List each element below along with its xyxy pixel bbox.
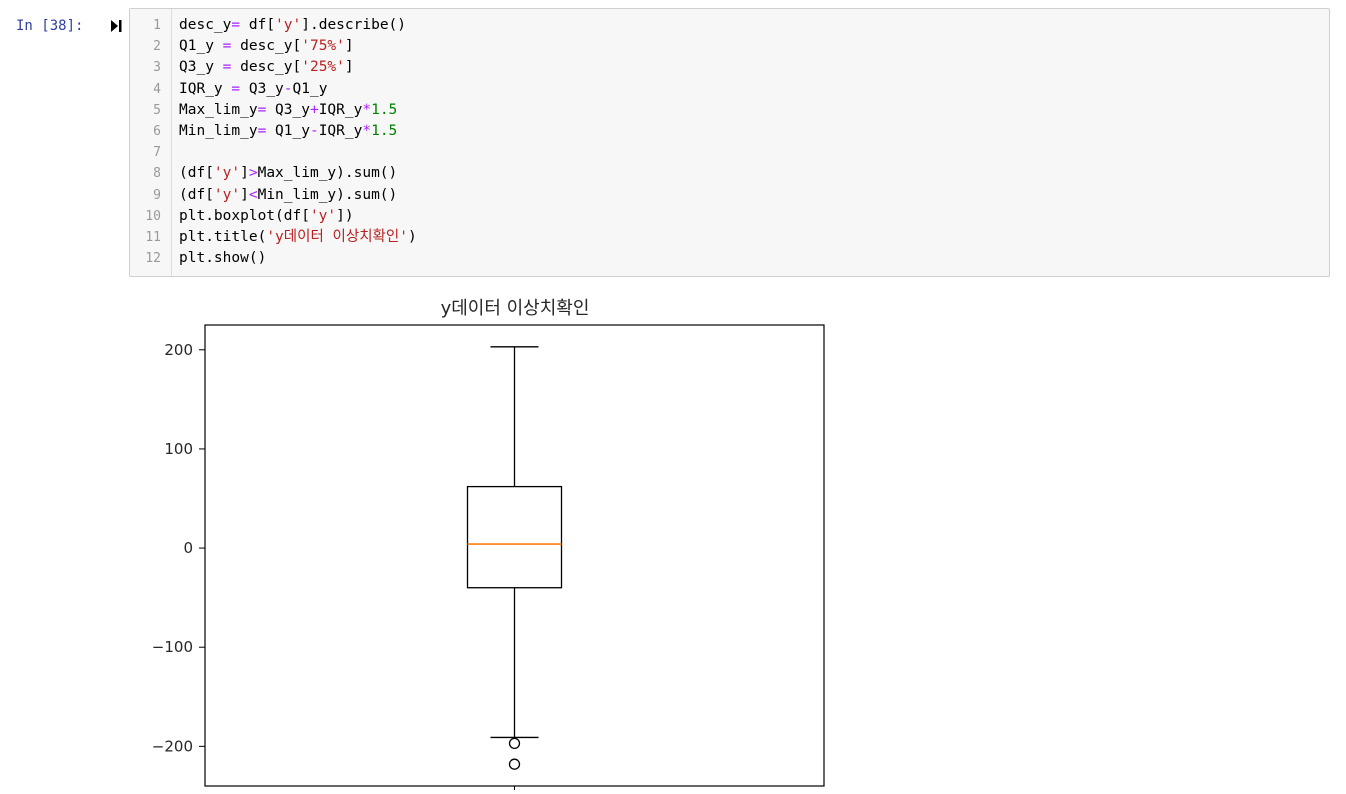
chart-title: y데이터 이상치확인 bbox=[441, 298, 590, 319]
code-token: plt.boxplot(df[ bbox=[179, 207, 310, 224]
line-number: 4 bbox=[153, 81, 161, 97]
code-line: Q3_y = desc_y['25%'] bbox=[179, 57, 354, 78]
code-token: 1.5 bbox=[371, 101, 398, 118]
line-number: 2 bbox=[153, 39, 161, 55]
code-token: > bbox=[248, 165, 258, 182]
code-token: Q3_y bbox=[179, 59, 223, 76]
code-token: plt.title( bbox=[179, 229, 267, 245]
code-token: desc_y[ bbox=[231, 38, 302, 55]
outlier-point bbox=[508, 758, 521, 770]
line-number: 11 bbox=[145, 230, 161, 245]
code-token: ) bbox=[407, 229, 417, 245]
cell-prompt: In [38]: bbox=[16, 18, 84, 34]
code-token: IQR_y bbox=[318, 123, 363, 139]
outlier-point bbox=[508, 737, 521, 750]
code-token: IQR_y bbox=[179, 80, 232, 97]
y-tick-label: −100 bbox=[152, 638, 193, 656]
code-token: Q1_y bbox=[266, 123, 310, 139]
line-number: 9 bbox=[153, 187, 161, 203]
code-token: (df[ bbox=[179, 186, 214, 203]
code-token: Max_lim_y bbox=[179, 101, 258, 118]
code-token: ] bbox=[240, 186, 249, 203]
line-number: 12 bbox=[145, 251, 161, 267]
code-token: df[ bbox=[240, 17, 276, 33]
code-line: (df['y']<Min_lim_y).sum() bbox=[179, 185, 397, 206]
code-token: 'y' bbox=[213, 186, 241, 203]
code-token: ] bbox=[344, 59, 354, 76]
code-token: Q1_y bbox=[179, 38, 223, 55]
code-token: - bbox=[309, 123, 319, 139]
code-line: IQR_y = Q3_y-Q1_y bbox=[179, 79, 327, 100]
y-tick-label: −200 bbox=[152, 737, 193, 755]
code-token: = bbox=[222, 38, 232, 55]
code-line: (df['y']>Max_lim_y).sum() bbox=[179, 163, 397, 184]
code-token: * bbox=[362, 123, 372, 139]
code-token: = bbox=[231, 17, 241, 33]
code-line: Q1_y = desc_y['75%'] bbox=[179, 36, 354, 57]
line-number: 1 bbox=[153, 18, 161, 33]
box-plot bbox=[466, 346, 563, 770]
code-token: * bbox=[362, 101, 372, 118]
line-number: 8 bbox=[153, 166, 161, 182]
code-token: '25%' bbox=[301, 59, 345, 76]
code-line: plt.title('y데이터 이상치확인') bbox=[179, 227, 417, 248]
code-token: Q3_y bbox=[240, 80, 284, 97]
line-number: 3 bbox=[153, 60, 161, 76]
code-token: desc_y bbox=[179, 17, 232, 33]
line-number: 6 bbox=[153, 124, 161, 139]
code-token: + bbox=[309, 101, 319, 118]
y-tick-label: 200 bbox=[164, 341, 193, 359]
run-cell-icon[interactable] bbox=[109, 19, 123, 33]
code-token: Max_lim_y).sum() bbox=[257, 165, 398, 182]
code-line: plt.boxplot(df['y']) bbox=[179, 206, 354, 227]
code-token: = bbox=[257, 123, 267, 139]
code-token: = bbox=[231, 80, 241, 97]
code-token: ] bbox=[240, 165, 249, 182]
code-line: Min_lim_y= Q1_y-IQR_y*1.5 bbox=[179, 121, 397, 142]
code-token: - bbox=[283, 80, 293, 97]
code-token: ].describe() bbox=[301, 17, 407, 33]
code-token: = bbox=[222, 59, 232, 76]
boxplot-chart: y데이터 이상치확인 200 100 0 −100 −200 bbox=[152, 298, 825, 792]
line-number: 5 bbox=[153, 102, 161, 118]
code-line: desc_y= df['y'].describe() bbox=[179, 15, 406, 36]
y-tick-label: 100 bbox=[164, 440, 193, 458]
code-token: = bbox=[257, 101, 267, 118]
code-token: desc_y[ bbox=[231, 59, 302, 76]
line-number: 10 bbox=[145, 208, 161, 224]
code-token: IQR_y bbox=[318, 101, 363, 118]
cell-output: y데이터 이상치확인 200 100 0 −100 −200 bbox=[129, 287, 849, 794]
code-token: plt.show() bbox=[179, 250, 267, 267]
code-token: 1.5 bbox=[371, 123, 398, 139]
code-token: 'y' bbox=[275, 17, 302, 33]
code-token: 'y' bbox=[309, 207, 337, 224]
code-line: Max_lim_y= Q3_y+IQR_y*1.5 bbox=[179, 100, 397, 121]
y-axis: 200 100 0 −100 −200 bbox=[152, 341, 205, 755]
code-token: ] bbox=[344, 38, 354, 55]
line-number: 7 bbox=[153, 145, 161, 161]
code-token: (df[ bbox=[179, 165, 214, 182]
y-tick-label: 0 bbox=[183, 539, 193, 557]
code-token: 'y데이터 이상치확인' bbox=[266, 229, 408, 245]
code-token: ]) bbox=[336, 207, 354, 224]
code-token: 'y' bbox=[213, 165, 241, 182]
code-token: Min_lim_y bbox=[179, 123, 258, 139]
code-token: '75%' bbox=[301, 38, 345, 55]
code-token: Min_lim_y).sum() bbox=[257, 186, 398, 203]
interquartile-box bbox=[466, 485, 563, 589]
code-token: < bbox=[248, 186, 258, 203]
code-token: Q3_y bbox=[266, 101, 310, 118]
code-line: plt.show() bbox=[179, 248, 266, 269]
code-token: Q1_y bbox=[292, 80, 328, 97]
